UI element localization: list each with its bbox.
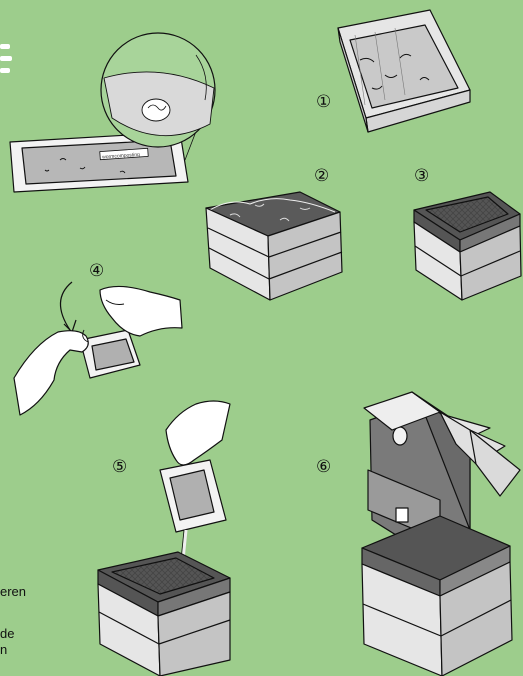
- step-5-label: ⑤: [112, 457, 127, 477]
- step-4-hands-illustration: [14, 282, 182, 415]
- step-6-assembled-illustration: [362, 392, 520, 676]
- step-4-label: ④: [89, 261, 104, 281]
- step-3-box-illustration: [414, 192, 521, 300]
- worm-packet-illustration: wormcomposting: [10, 33, 215, 192]
- step-1-box-illustration: [338, 10, 470, 132]
- cut-text-1: eren: [0, 584, 26, 600]
- step-2-box-illustration: [206, 192, 342, 300]
- menu-icon: [0, 44, 12, 73]
- cut-text-3: n: [0, 642, 7, 658]
- step-1-label: ①: [316, 92, 331, 112]
- cut-text-2: de: [0, 626, 14, 642]
- step-6-label: ⑥: [316, 457, 331, 477]
- step-5-pour-illustration: [98, 401, 230, 676]
- step-2-label: ②: [314, 166, 329, 186]
- step-3-label: ③: [414, 166, 429, 186]
